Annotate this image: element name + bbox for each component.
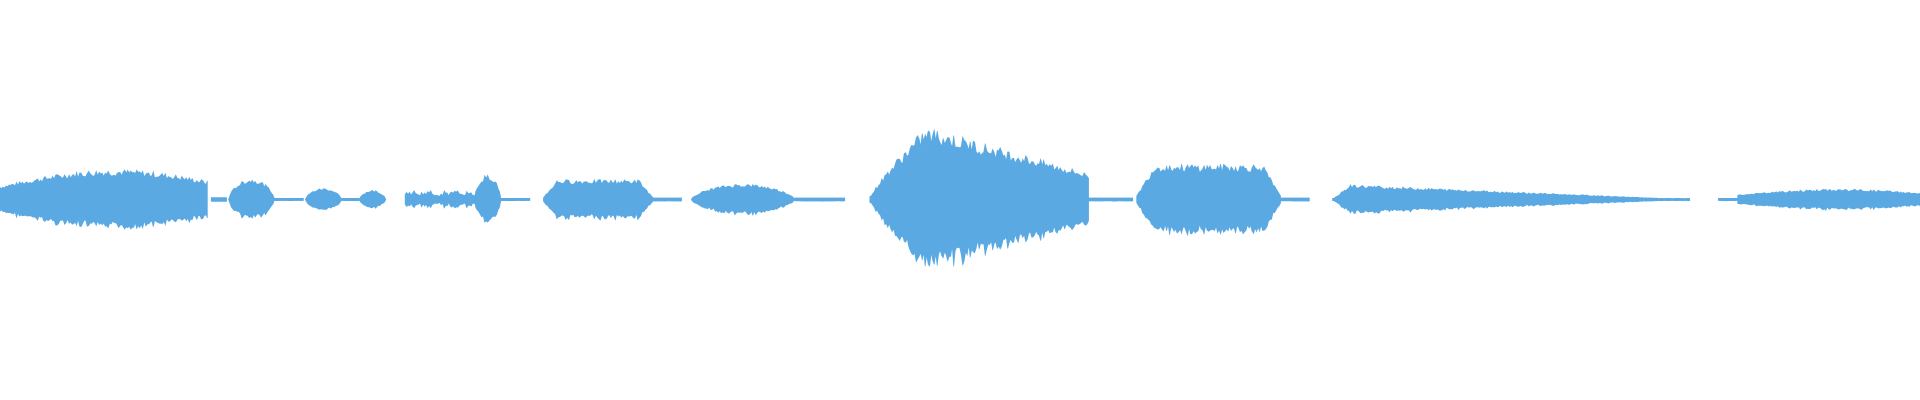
waveform-segment-12 bbox=[690, 183, 796, 217]
waveform-segment-2 bbox=[228, 179, 275, 219]
waveform-segment-18 bbox=[1332, 184, 1690, 215]
waveform-segment-4 bbox=[304, 188, 343, 210]
waveform-segment-5 bbox=[341, 198, 360, 202]
waveform-segment-6 bbox=[358, 190, 387, 209]
waveform-segment-7 bbox=[404, 189, 475, 209]
waveform-segments bbox=[0, 129, 1920, 267]
waveform-segment-0 bbox=[0, 169, 208, 230]
waveform-segment-9 bbox=[500, 198, 531, 202]
waveform-segment-13 bbox=[794, 197, 846, 202]
waveform-segment-10 bbox=[543, 178, 654, 221]
waveform-segment-19 bbox=[1718, 198, 1738, 202]
waveform-segment-11 bbox=[652, 197, 682, 202]
waveform-segment-8 bbox=[473, 174, 502, 223]
waveform-segment-20 bbox=[1737, 188, 1920, 211]
waveform-segment-15 bbox=[1088, 197, 1134, 202]
waveform-segment-16 bbox=[1136, 163, 1281, 237]
waveform-segment-3 bbox=[274, 198, 304, 201]
waveform-segment-14 bbox=[869, 129, 1089, 267]
waveform-segment-17 bbox=[1280, 197, 1310, 202]
waveform-segment-1 bbox=[210, 197, 227, 202]
